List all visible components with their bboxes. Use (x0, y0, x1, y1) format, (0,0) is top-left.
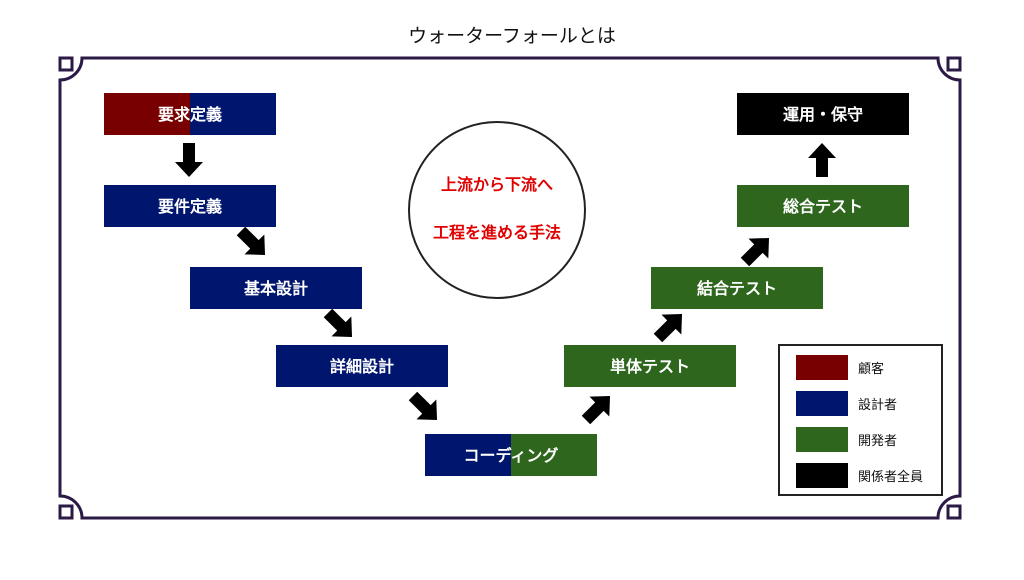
step-box-fill-developer (511, 434, 597, 476)
arrow-icon (740, 237, 770, 267)
arrow-icon (236, 226, 266, 256)
step-box-fill-developer (651, 267, 823, 309)
step-label: 運用・保守 (783, 105, 863, 124)
step-box: コーディング (425, 434, 597, 476)
step-box-fill-developer (737, 185, 909, 227)
step-box: 運用・保守 (737, 93, 909, 135)
step-box: 要求定義 (104, 93, 276, 135)
step-box-fill-designer (190, 267, 362, 309)
step-box: 詳細設計 (276, 345, 448, 387)
step-label: 単体テスト (610, 357, 690, 376)
step-box-fill-developer (564, 345, 736, 387)
step-label: 総合テスト (783, 197, 863, 216)
legend-swatch (796, 391, 848, 416)
step-box-fill-designer (104, 185, 276, 227)
step-box-fill-designer (190, 93, 276, 135)
step-box: 単体テスト (564, 345, 736, 387)
arrow-icon (323, 308, 353, 338)
flow-arrows (175, 143, 836, 425)
step-label: 詳細設計 (330, 357, 394, 376)
step-label: 要件定義 (158, 197, 222, 216)
step-box-fill-customer (104, 93, 191, 135)
step-label: 基本設計 (243, 279, 308, 298)
legend-label: 設計者 (858, 397, 897, 413)
step-box-fill-designer (425, 434, 512, 476)
arrow-icon (408, 391, 438, 421)
diagram-title: ウォーターフォールとは (408, 25, 616, 47)
step-box-fill-all (737, 93, 909, 135)
step-label: コーディング (464, 446, 559, 465)
legend-swatch (796, 427, 848, 452)
circle-line-2: 工程を進める手法 (433, 223, 561, 242)
legend-swatch (796, 463, 848, 488)
summary-circle: 上流から下流へ 工程を進める手法 (408, 121, 586, 299)
legend-label: 顧客 (858, 361, 884, 377)
circle-line-1: 上流から下流へ (441, 175, 553, 194)
arrow-icon (808, 143, 836, 177)
step-label: 結合テスト (697, 279, 777, 298)
arrow-icon (581, 395, 611, 425)
step-box: 結合テスト (651, 267, 823, 309)
step-label: 要求定義 (158, 105, 222, 124)
legend-label: 関係者全員 (858, 469, 923, 485)
step-box-fill-designer (276, 345, 448, 387)
step-box: 総合テスト (737, 185, 909, 227)
arrow-icon (175, 143, 203, 177)
legend-label: 開発者 (858, 434, 897, 449)
arrow-icon (653, 313, 683, 343)
ornate-frame (58, 56, 962, 520)
step-box: 要件定義 (104, 185, 276, 227)
legend-swatch (796, 355, 848, 380)
step-box: 基本設計 (190, 267, 362, 309)
